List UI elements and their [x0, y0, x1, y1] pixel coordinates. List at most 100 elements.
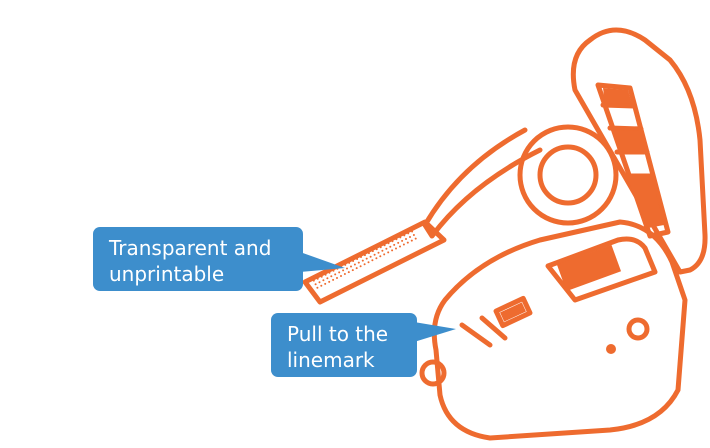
- cutter-slot: [493, 295, 533, 329]
- callout-transparent-unprintable: Transparent and unprintable: [93, 227, 303, 291]
- tape-dot: [412, 234, 415, 236]
- tape-dot: [393, 243, 396, 246]
- tape-dot: [365, 257, 368, 260]
- callout-text-line: Transparent and: [109, 236, 272, 260]
- lid-stripe-fill: [612, 130, 645, 150]
- tape-dot: [347, 271, 350, 274]
- tape-dot: [403, 234, 406, 237]
- transparent-tape-end: [302, 219, 447, 305]
- tape-dot: [344, 263, 347, 266]
- tape-dot: [328, 280, 331, 283]
- indicator-light: [606, 344, 616, 354]
- lid-stripe-fill: [627, 178, 664, 228]
- tape-dot: [406, 241, 409, 244]
- tape-dot: [320, 275, 323, 278]
- tape-dot: [410, 239, 413, 242]
- tape-dot: [399, 236, 402, 239]
- tape-dot: [381, 249, 384, 252]
- tape-dot: [371, 259, 374, 262]
- tape-dot: [314, 283, 317, 286]
- tape-dot: [363, 263, 366, 266]
- lid-window-stripe: [600, 102, 637, 109]
- tape-dot: [377, 251, 380, 254]
- callout-pull-to-linemark: Pull to the linemark: [271, 313, 417, 377]
- callout-text-line: unprintable: [109, 262, 225, 286]
- tape-strip: [422, 127, 543, 239]
- tape-dot: [409, 236, 411, 238]
- transparent-tape-dots: [312, 230, 417, 289]
- tape-dot: [318, 281, 321, 284]
- linemark-line: [479, 315, 508, 341]
- tape-dot: [395, 247, 397, 250]
- side-knob: [419, 359, 447, 387]
- lid-stripe-fill: [603, 88, 632, 104]
- tape-dot: [411, 230, 414, 233]
- tape-dot: [399, 245, 401, 248]
- tape-dot: [383, 244, 386, 247]
- tape-dot: [342, 269, 345, 272]
- tape-dot: [391, 240, 394, 243]
- power-button: [626, 317, 650, 341]
- tape-dot: [407, 232, 410, 235]
- tape-dot: [346, 267, 348, 270]
- tape-dot: [369, 255, 372, 258]
- linemark-line: [459, 322, 493, 348]
- tape-cavity: [545, 236, 658, 303]
- tape-dot: [350, 265, 352, 268]
- tape-dot: [324, 273, 327, 276]
- tape-dot: [371, 250, 374, 253]
- tape-dot: [355, 267, 358, 270]
- tape-dot: [375, 248, 378, 251]
- tape-dot: [336, 277, 338, 279]
- tape-dot: [338, 271, 341, 274]
- tape-dot: [402, 243, 405, 246]
- tape-dot: [340, 275, 342, 277]
- lid-window-stripe: [607, 125, 644, 132]
- tape-exit-window: [556, 244, 622, 292]
- tape-dot: [360, 256, 362, 258]
- tape-dot: [357, 261, 360, 264]
- cutter-slot-fill: [500, 302, 526, 322]
- tape-dot: [405, 238, 407, 240]
- tape-dot: [334, 273, 337, 276]
- tape-dot: [385, 247, 388, 250]
- tape-dot: [353, 263, 356, 266]
- tape-dot: [316, 286, 319, 289]
- tape-dot: [351, 269, 354, 272]
- tape-dot: [379, 255, 382, 258]
- tape-dot: [356, 258, 359, 260]
- tape-dot: [373, 253, 376, 256]
- tape-dot: [363, 254, 366, 257]
- tape-dot: [359, 265, 362, 268]
- tape-dot: [383, 253, 386, 256]
- tape-dot: [332, 269, 335, 272]
- tape-dot: [320, 284, 323, 287]
- tape-dot: [387, 242, 390, 245]
- tape-dot: [332, 278, 335, 281]
- lid-outline: [570, 27, 708, 275]
- tape-dot: [389, 245, 392, 248]
- tape-dot: [322, 279, 325, 282]
- tape-dot: [367, 261, 370, 264]
- tape-dot: [391, 249, 394, 252]
- tape-dot: [312, 279, 315, 282]
- callout-pointer-pull: [414, 322, 456, 342]
- tape-dot: [330, 275, 333, 278]
- tape-roll-inner: [537, 144, 599, 206]
- callout-text-line: linemark: [287, 348, 375, 372]
- tape-dot: [395, 238, 398, 241]
- tape-dot: [316, 277, 319, 280]
- callout-text-line: Pull to the: [287, 322, 389, 346]
- tape-dot: [397, 241, 400, 244]
- tape-dot: [326, 277, 329, 280]
- tape-dot: [328, 271, 331, 274]
- tape-dot: [343, 273, 346, 275]
- tape-roll-outer: [517, 124, 619, 226]
- tape-dot: [387, 251, 390, 254]
- tape-dot: [352, 260, 355, 262]
- tape-dot: [348, 261, 351, 264]
- tape-dot: [361, 259, 364, 262]
- tape-dot: [324, 282, 327, 285]
